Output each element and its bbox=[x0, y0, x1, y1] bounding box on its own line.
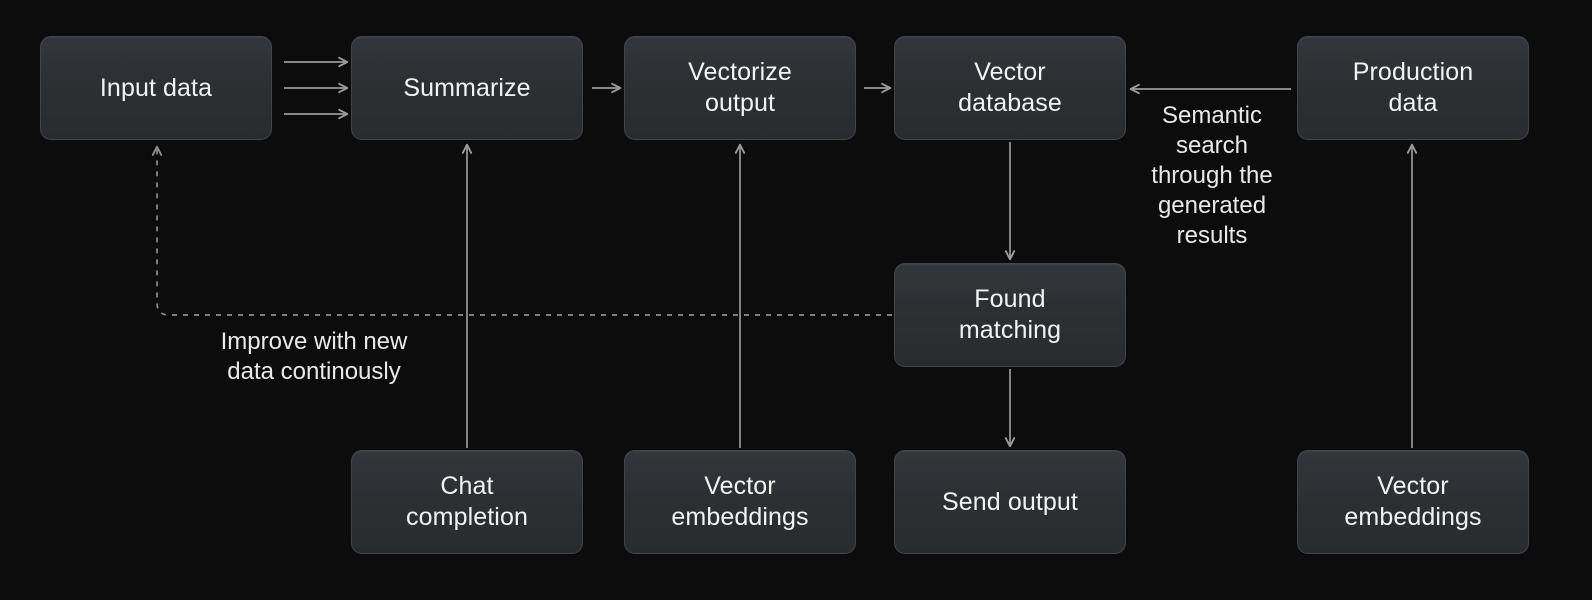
node-vector-database[interactable]: Vector database bbox=[894, 36, 1126, 140]
node-vector-embeddings-right[interactable]: Vector embeddings bbox=[1297, 450, 1529, 554]
node-chat-completion-label: Chat completion bbox=[406, 472, 528, 531]
node-input-data[interactable]: Input data bbox=[40, 36, 272, 140]
node-vectorize-output-label: Vectorize output bbox=[688, 58, 792, 117]
edge-label-semantic-search: Semantic search through the generated re… bbox=[1151, 102, 1273, 249]
node-summarize-label: Summarize bbox=[403, 73, 531, 102]
node-production-data[interactable]: Production data bbox=[1297, 36, 1529, 140]
edge-found-to-input-feedback bbox=[151, 145, 892, 316]
node-chat-completion[interactable]: Chat completion bbox=[351, 450, 583, 554]
node-vector-database-label: Vector database bbox=[958, 58, 1062, 117]
node-vector-embeddings-left-label: Vector embeddings bbox=[671, 472, 809, 531]
node-production-data-label: Production data bbox=[1352, 58, 1474, 117]
node-summarize[interactable]: Summarize bbox=[351, 36, 583, 140]
node-input-data-label: Input data bbox=[99, 73, 213, 102]
node-vector-embeddings-left[interactable]: Vector embeddings bbox=[624, 450, 856, 554]
node-send-output-label: Send output bbox=[942, 487, 1078, 516]
node-send-output[interactable]: Send output bbox=[894, 450, 1126, 554]
node-vectorize-output[interactable]: Vectorize output bbox=[624, 36, 856, 140]
node-found-matching-label: Found matching bbox=[958, 285, 1062, 344]
node-found-matching[interactable]: Found matching bbox=[894, 263, 1126, 367]
node-vector-embeddings-right-label: Vector embeddings bbox=[1344, 472, 1482, 531]
edge-label-improve-loop: Improve with new data continously bbox=[220, 328, 408, 385]
